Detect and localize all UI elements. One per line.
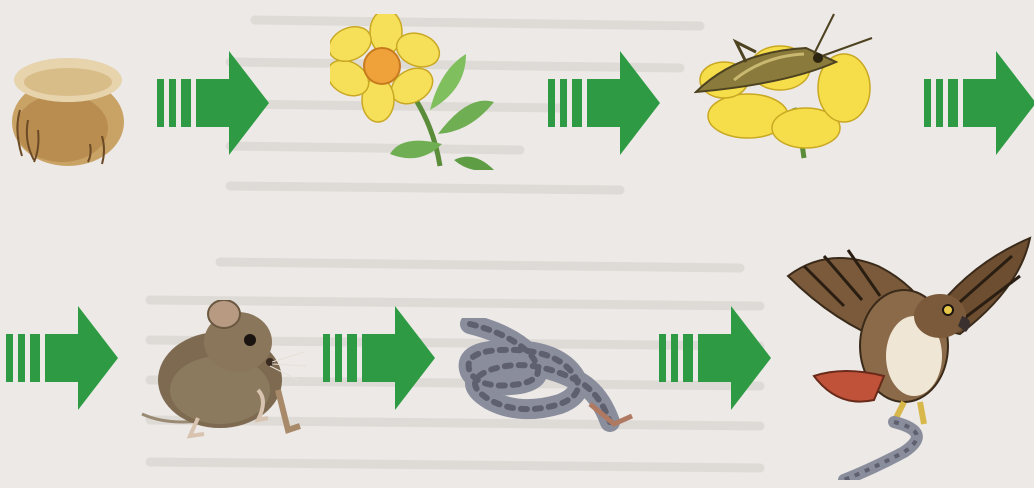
mouse-icon [138, 300, 308, 442]
arrow-connector [548, 51, 660, 155]
soil-clump-icon [6, 40, 128, 166]
arrow-right-icon [548, 51, 660, 155]
grasshopper-on-flower-icon [694, 8, 880, 164]
snake-icon [450, 318, 650, 432]
hawk-with-snake-icon [774, 236, 1032, 480]
hawk-with-snake [774, 236, 1032, 480]
grasshopper-on-flower [694, 8, 880, 164]
arrow-right-icon [659, 306, 771, 410]
arrow-right-icon [6, 306, 118, 410]
arrow-connector [659, 306, 771, 410]
arrow-connector [6, 306, 118, 410]
arrow-connector [924, 51, 1034, 155]
mouse [138, 300, 308, 442]
arrow-connector [157, 51, 269, 155]
arrow-right-icon [157, 51, 269, 155]
snake [450, 318, 650, 432]
yellow-flower-icon [330, 14, 502, 170]
arrow-connector [323, 306, 435, 410]
arrow-right-icon [323, 306, 435, 410]
soil-clump [6, 40, 128, 166]
yellow-flower [330, 14, 502, 170]
arrow-right-icon [924, 51, 1034, 155]
